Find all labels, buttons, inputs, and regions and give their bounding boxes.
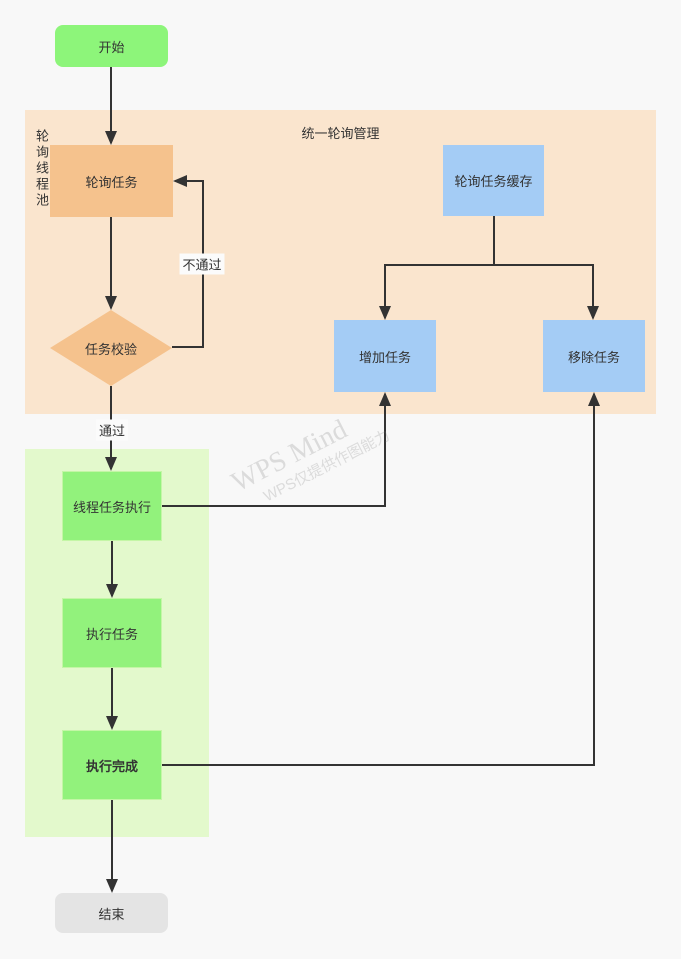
node-thread-task-exec: 线程任务执行 (62, 471, 162, 541)
edge-thread-exec-to-add-task (162, 392, 391, 507)
edge-cache-to-remove-task (494, 264, 599, 320)
node-exec-task: 执行任务 (62, 598, 162, 668)
node-exec-complete: 执行完成 (62, 730, 162, 800)
edge-cache-to-add-task (379, 216, 495, 320)
group-polling-management-title: 统一轮询管理 (301, 126, 380, 141)
edge-complete-to-remove-task (162, 392, 600, 766)
node-add-task: 增加任务 (334, 320, 436, 392)
edge-label-fail: 不通过 (179, 253, 225, 275)
node-poll-task-cache: 轮询任务缓存 (443, 145, 544, 216)
node-remove-task: 移除任务 (543, 320, 645, 392)
group-thread-pool-title: 轮询线程池 (34, 129, 49, 209)
edge-label-pass: 通过 (95, 419, 129, 441)
node-end: 结束 (55, 893, 168, 933)
node-start: 开始 (55, 25, 168, 67)
node-poll-task: 轮询任务 (50, 145, 173, 217)
